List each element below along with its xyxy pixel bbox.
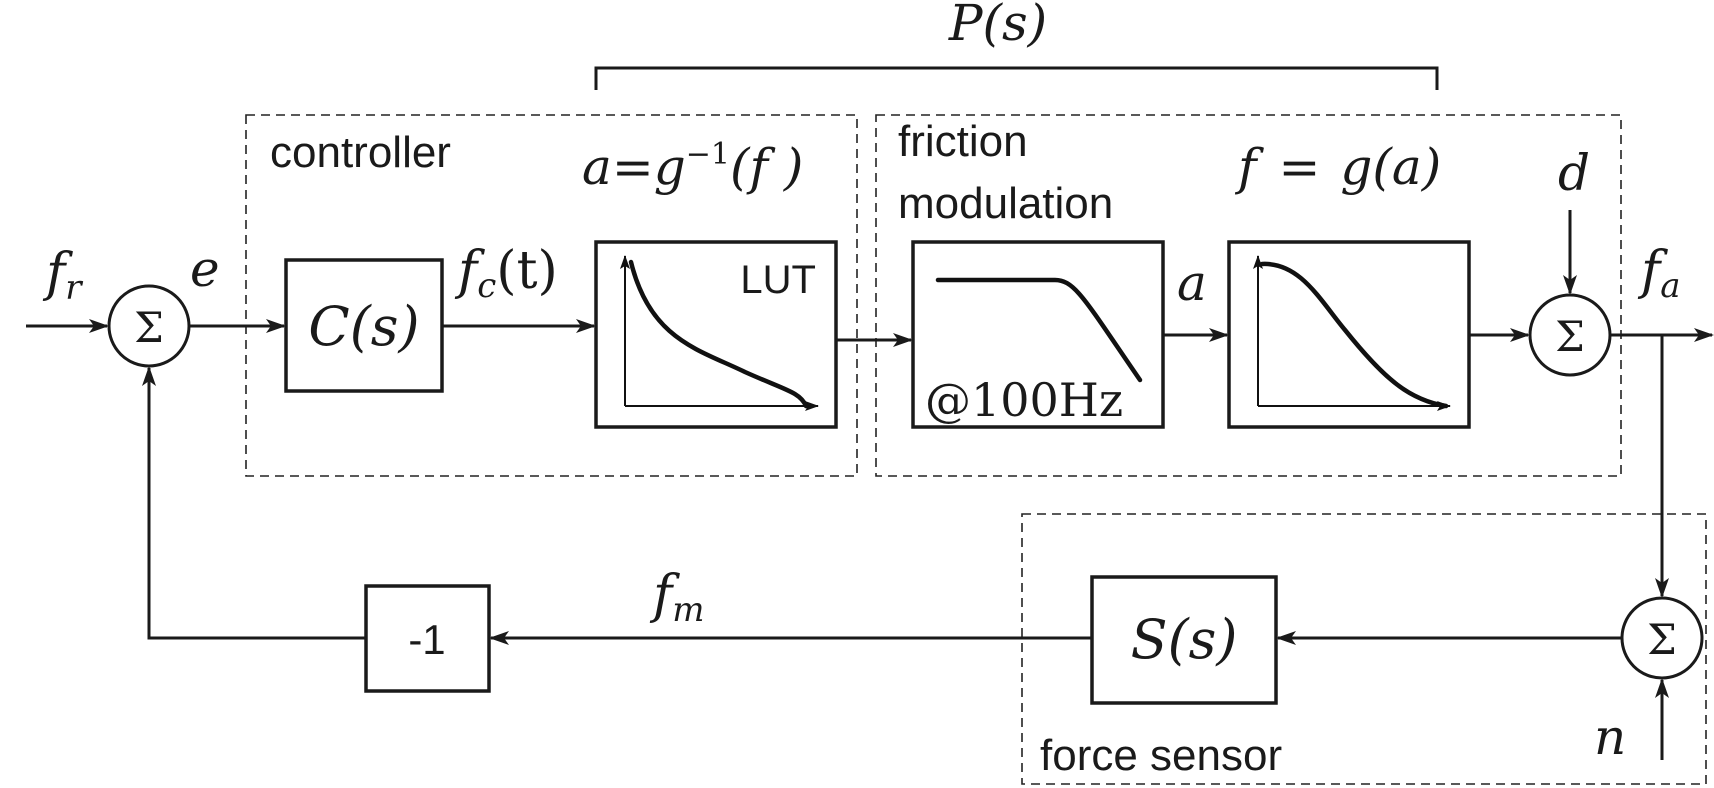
sum-symbol: Σ — [1647, 615, 1677, 664]
actual-force-label: fa — [1637, 241, 1681, 306]
negative-feedback-wire — [142, 366, 366, 640]
controller-block: C(s) — [284, 258, 444, 393]
controller-group — [245, 114, 858, 477]
lowpass-curve — [935, 277, 1143, 383]
lut-curve — [628, 259, 809, 409]
lut-block: LUT — [594, 240, 838, 429]
error-label: e — [190, 240, 220, 298]
negation-gain-block: -1 — [364, 584, 491, 693]
friction-map-curve — [1259, 261, 1449, 409]
disturbance-summing-junction: Σ — [1528, 293, 1612, 377]
forward-map-equation: f=g(a) — [1234, 138, 1441, 196]
sum-symbol: Σ — [1555, 312, 1585, 361]
force-sensor-group — [1021, 513, 1707, 785]
sum-symbol: Σ — [134, 303, 164, 352]
friction-map-block — [1227, 240, 1471, 429]
inverse-map-equation: a=g−1(f ) — [582, 137, 803, 196]
noise-label: n — [1594, 708, 1626, 766]
input-summing-junction: Σ — [107, 284, 191, 368]
plant-label: P(s) — [948, 0, 1047, 52]
lut-label: LUT — [740, 258, 816, 302]
measured-force-label: fm — [649, 565, 705, 630]
command-force-label: fc(t) — [454, 241, 558, 306]
noise-summing-junction: Σ — [1620, 596, 1704, 680]
amplitude-label: a — [1177, 254, 1207, 312]
sensor-transfer-function: S(s) — [1131, 608, 1238, 671]
sensor-block: S(s) — [1090, 575, 1278, 705]
lowpass-filter-block: @100Hz — [911, 240, 1165, 429]
friction-modulation-label-line2: modulation — [898, 179, 1113, 228]
disturbance-label: d — [1558, 144, 1590, 202]
force-sensor-label: force sensor — [1040, 731, 1282, 780]
controller-group-label: controller — [270, 128, 451, 177]
controller-transfer-function: C(s) — [308, 295, 419, 358]
filter-frequency-label: @100Hz — [925, 373, 1123, 427]
reference-force-label: fr — [42, 243, 83, 308]
plant-bracket — [594, 66, 1439, 90]
negation-gain-label: -1 — [408, 616, 445, 663]
friction-modulation-group — [875, 114, 1622, 477]
friction-modulation-label-line1: friction — [898, 117, 1028, 166]
